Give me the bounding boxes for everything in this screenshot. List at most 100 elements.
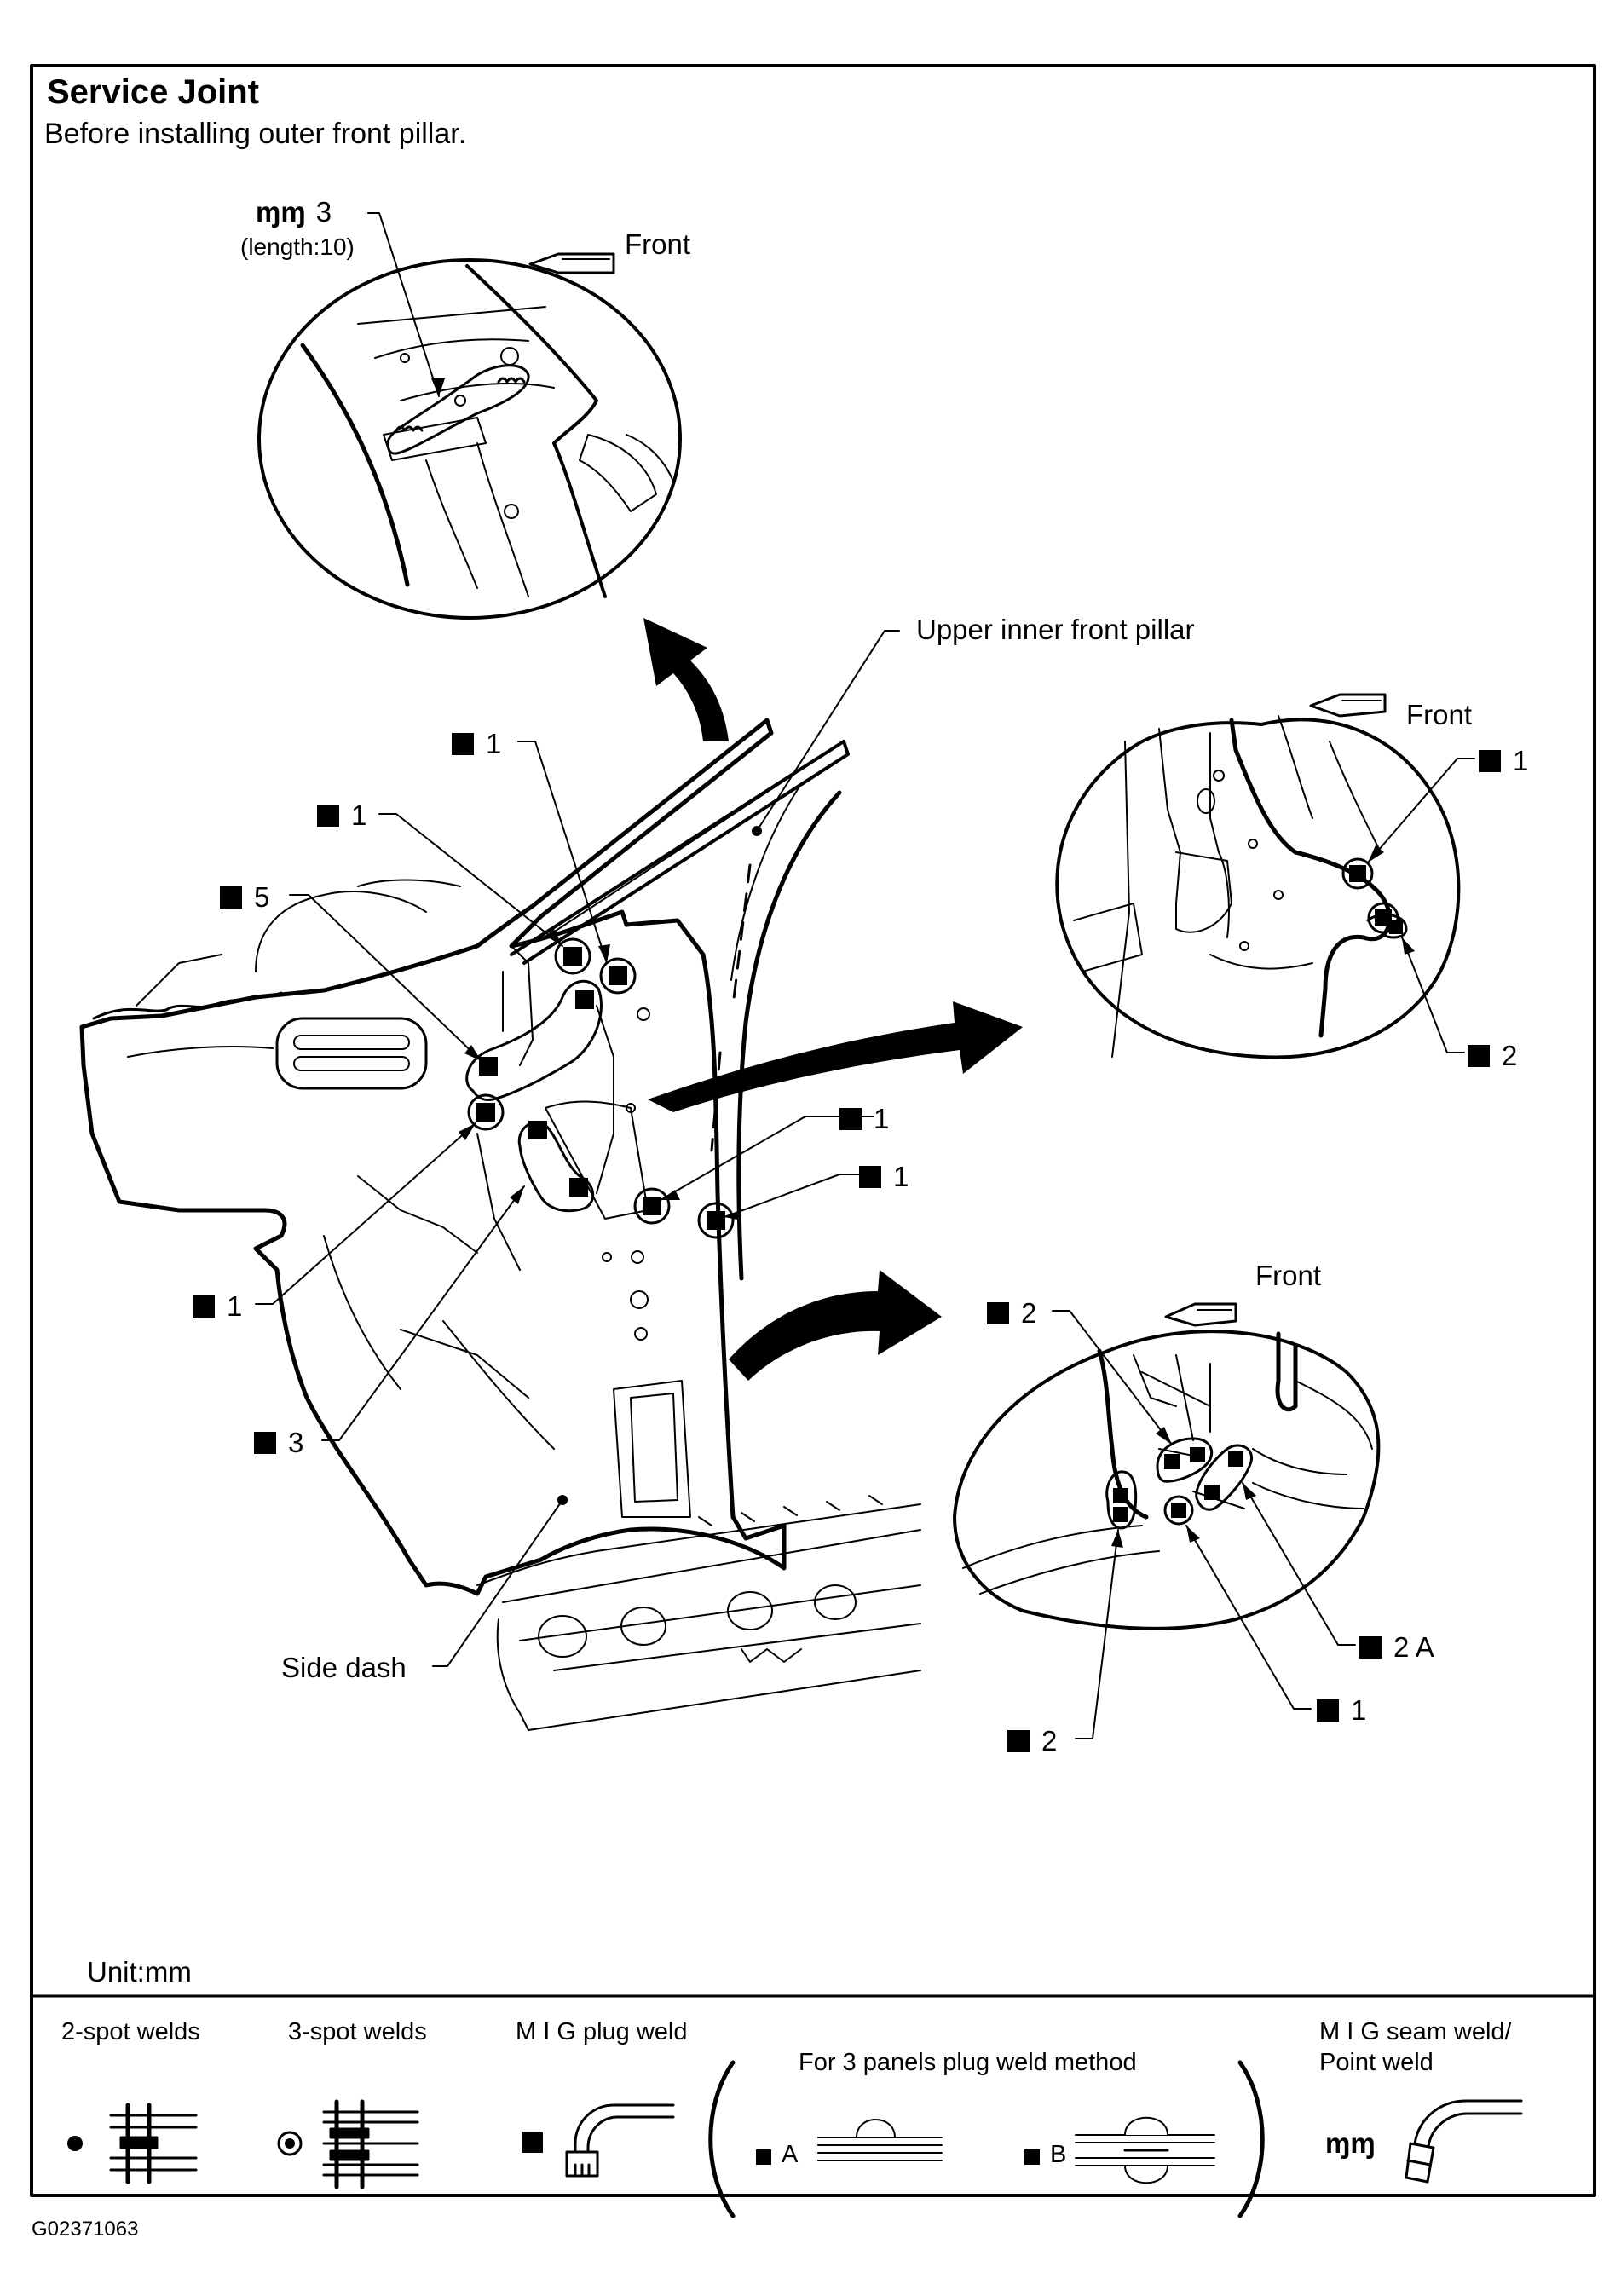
bracket-right (1237, 2060, 1265, 2218)
weld-circle (467, 1093, 505, 1131)
callout-plug-weld: 1 (452, 730, 501, 758)
front-label-bottom: Front (1255, 1260, 1322, 1291)
detail-bottom (953, 1302, 1381, 1739)
figure-id: G02371063 (32, 2218, 139, 2241)
three-spot-weld-symbol (322, 2099, 419, 2189)
callout-number: 3 (288, 1427, 304, 1458)
callout-plug-weld: 2 (1468, 1041, 1517, 1070)
legend-three-panels-method: For 3 panels plug weld method (799, 2049, 1137, 2076)
mig-seam-torch (1405, 2099, 1523, 2184)
weld-circle (633, 1187, 671, 1225)
legend-mig-seam-weld: M I G seam weld/ (1319, 2018, 1512, 2045)
callout-number: 1 (893, 1161, 909, 1192)
detail-top (257, 212, 682, 620)
callout-number: 2 (1502, 1040, 1518, 1071)
side-dash-rail (476, 1503, 921, 1586)
pillar-outline (79, 718, 787, 1596)
callout-number: 2 (1041, 1725, 1058, 1757)
callout-number: 2 (1021, 1297, 1037, 1329)
plug-weld-square-icon (839, 1107, 862, 1130)
upper-pillar-rail (510, 740, 850, 965)
legend-method-a: A (782, 2141, 799, 2168)
callout-plug-weld: 1 (193, 1292, 242, 1320)
front-arrow-right (1309, 693, 1387, 718)
detail-right-outline (1055, 718, 1461, 1059)
detail-bottom-outline (953, 1330, 1381, 1630)
plug-weld-square-icon (317, 804, 339, 827)
legend-three-spot-welds: 3-spot welds (288, 2018, 427, 2045)
seam-weld-icon: ɱɱ (256, 196, 306, 228)
page-subtitle: Before installing outer front pillar. (44, 118, 467, 150)
plug-weld-square-icon (254, 1431, 276, 1454)
callout-number: 1 (486, 728, 502, 759)
callout-plug-weld: 2 (987, 1299, 1036, 1327)
bracket-left (708, 2060, 736, 2218)
spot-weld-dot (67, 2136, 83, 2151)
arrow-to-bottom (729, 1270, 942, 1381)
plug-weld-square-icon (1317, 1699, 1339, 1722)
seam-weld-count: 3 (315, 196, 332, 228)
plug-weld-square-icon (1359, 1635, 1382, 1659)
plug-weld-a-symbol (817, 2119, 943, 2161)
callout-number: 2 A (1393, 1631, 1434, 1663)
diagram-frame (30, 64, 1596, 2197)
front-label-right: Front (1406, 699, 1473, 730)
callout-plug-weld: 3 (254, 1428, 303, 1457)
callout-number: 5 (254, 881, 270, 913)
main-leader-heads (459, 826, 762, 1505)
callout-plug-weld: 1 (839, 1105, 889, 1133)
callout-number: 1 (874, 1103, 890, 1134)
side-dash-label: Side dash (281, 1652, 407, 1683)
legend-mig-plug-weld: M I G plug weld (516, 2018, 688, 2045)
upper-inner-front-pillar-label: Upper inner front pillar (916, 614, 1195, 645)
two-spot-weld-symbol (109, 2103, 198, 2184)
main-leaders (255, 630, 900, 1667)
plug-weld-square-icon (193, 1295, 215, 1318)
callout-number: 1 (227, 1290, 243, 1322)
callout-number: 1 (351, 799, 367, 831)
main-assembly (79, 718, 921, 1731)
plug-weld-square-icon (452, 732, 474, 755)
front-arrow-bottom (1164, 1302, 1237, 1327)
callout-plug-weld: 1 (1479, 747, 1528, 775)
plug-weld-square-icon (987, 1301, 1009, 1324)
callout-plug-weld: 2 A (1359, 1633, 1434, 1661)
legend-symbols (67, 2060, 1523, 2218)
detail-top-outline (257, 258, 682, 620)
weld-circle (1163, 1495, 1194, 1526)
weld-circle (697, 1202, 735, 1239)
detail-right (1055, 693, 1475, 1059)
callout-plug-weld: 1 (859, 1162, 909, 1191)
mig-plug-torch (565, 2103, 675, 2178)
callout-plug-weld: 2 (1007, 1727, 1057, 1755)
callout-plug-weld: 1 (317, 801, 366, 829)
arrow-to-right (648, 1001, 1023, 1112)
plug-weld-square-icon (1007, 1729, 1030, 1752)
pillar-edge-left (300, 343, 410, 587)
callout-number: 1 (1513, 745, 1529, 776)
front-arrow-top (528, 252, 615, 274)
weld-circle (554, 937, 591, 975)
legend-point-weld: Point weld (1319, 2049, 1434, 2076)
legend-two-spot-welds: 2-spot welds (61, 2018, 200, 2045)
legend-seam-weld-icon: ɱɱ (1325, 2127, 1376, 2159)
front-label-top: Front (625, 228, 691, 260)
plug-weld-b-symbol (1075, 2116, 1215, 2184)
plug-weld-square-icon (1479, 749, 1501, 772)
seam-weld-band (386, 364, 530, 455)
callout-number: 1 (1351, 1694, 1367, 1726)
seam-weld-callout: ɱɱ 3 (256, 198, 332, 226)
weld-circle (599, 957, 637, 995)
weld-circle (1341, 857, 1374, 890)
page-title: Service Joint (47, 73, 260, 111)
unit-label: Unit:mm (87, 1956, 192, 1987)
plug-weld-square-icon (859, 1165, 881, 1188)
plug-weld-square-icon (1468, 1044, 1490, 1067)
seam-length-label: (length:10) (240, 234, 355, 260)
plug-weld-square-icon (220, 886, 242, 909)
pillar-edge-right (465, 264, 607, 598)
slot-panel (275, 1017, 428, 1090)
legend-method-b: B (1050, 2141, 1067, 2168)
callout-plug-weld: 5 (220, 883, 269, 911)
